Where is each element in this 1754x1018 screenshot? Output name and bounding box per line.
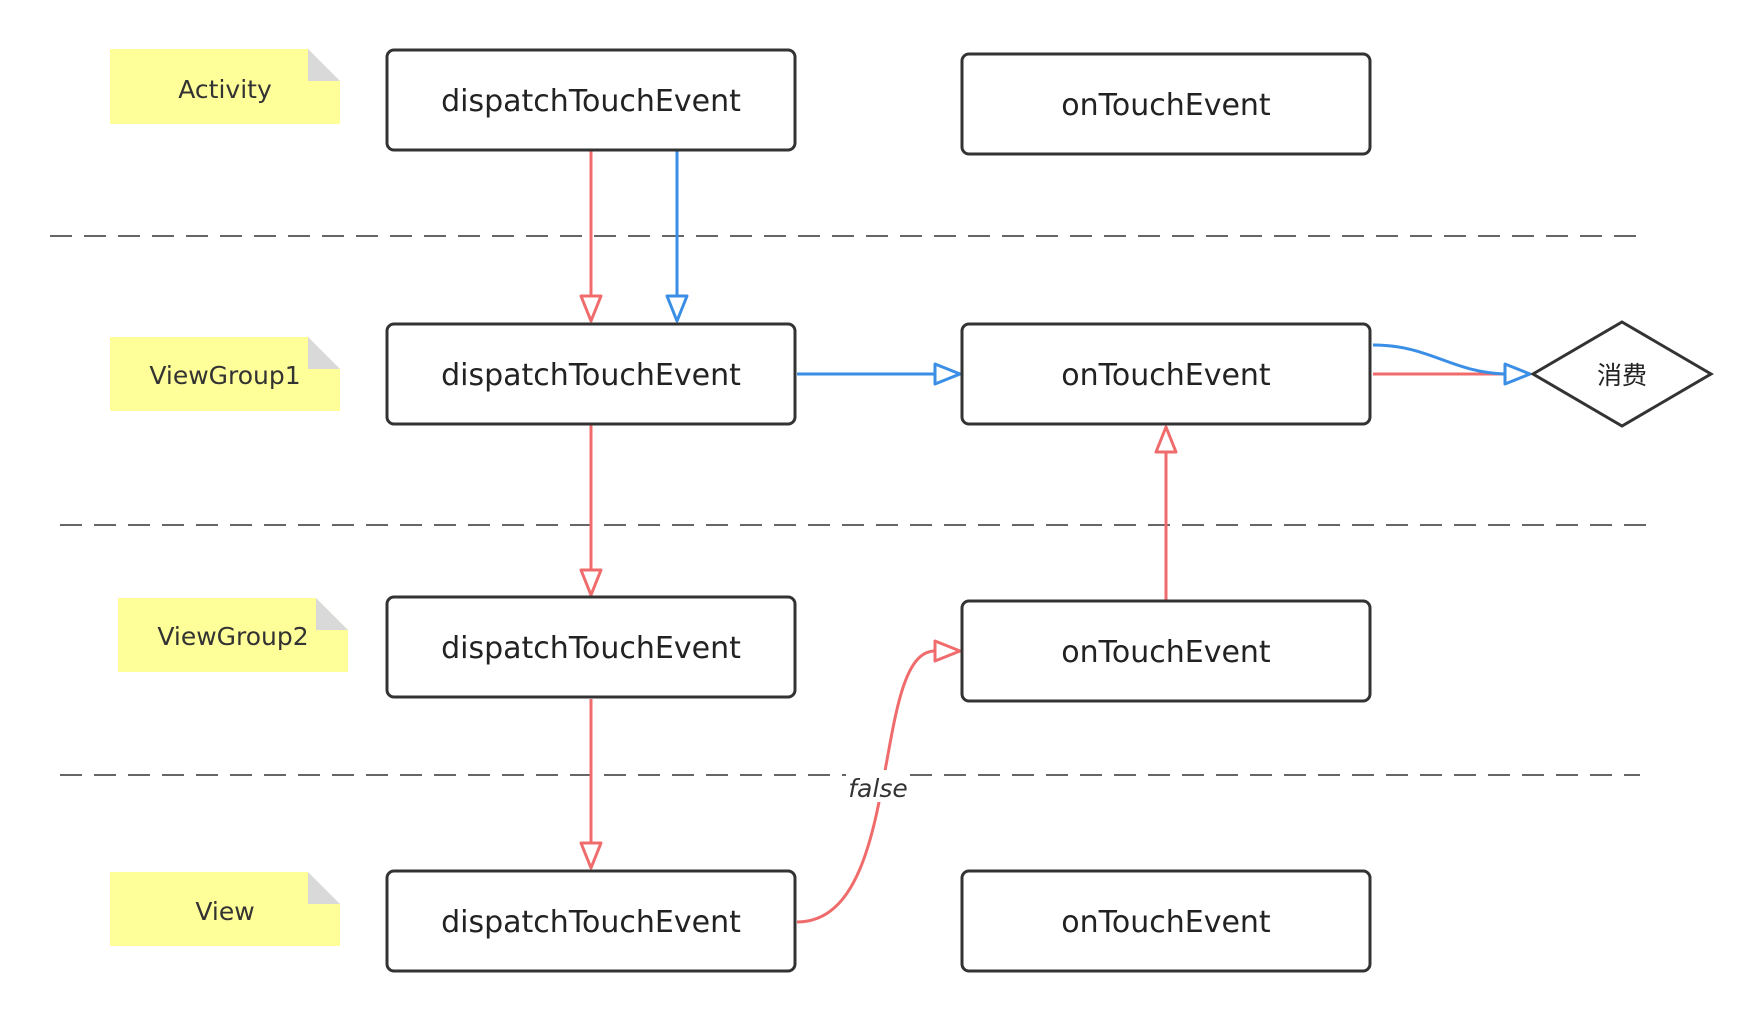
- edge-activity-to-vg1-blue: [665, 150, 689, 323]
- edge-label-false-text: false: [848, 774, 907, 803]
- note-viewgroup1-label: ViewGroup1: [149, 361, 300, 390]
- edge-vg1-dispatch-to-ontouch-blue: [797, 362, 962, 386]
- edge-vg1-to-vg2-red: [579, 425, 603, 597]
- edge-vg2-to-view-red: [579, 699, 603, 870]
- note-view-label: View: [195, 897, 254, 926]
- box-vg2-dispatch-label: dispatchTouchEvent: [441, 631, 741, 666]
- box-activity-ontouch: onTouchEvent: [960, 52, 1372, 156]
- note-activity-label: Activity: [178, 75, 272, 104]
- edge-activity-to-vg1-red: [579, 150, 603, 323]
- note-viewgroup2: ViewGroup2: [118, 598, 348, 672]
- edge-label-false: false: [846, 770, 910, 803]
- box-view-ontouch-label: onTouchEvent: [1061, 905, 1271, 940]
- box-view-ontouch: onTouchEvent: [960, 869, 1372, 973]
- box-view-dispatch-label: dispatchTouchEvent: [441, 905, 741, 940]
- box-vg1-dispatch-label: dispatchTouchEvent: [441, 358, 741, 393]
- note-viewgroup2-label: ViewGroup2: [157, 622, 308, 651]
- box-view-dispatch: dispatchTouchEvent: [385, 869, 797, 973]
- decision-consume-label: 消费: [1597, 361, 1647, 390]
- box-activity-ontouch-label: onTouchEvent: [1061, 88, 1271, 123]
- edge-vg2-ontouch-to-vg1-ontouch-red: [1154, 425, 1178, 600]
- box-vg2-ontouch-label: onTouchEvent: [1061, 635, 1271, 670]
- box-vg1-dispatch: dispatchTouchEvent: [385, 322, 797, 426]
- box-activity-dispatch: dispatchTouchEvent: [385, 48, 797, 152]
- box-vg2-ontouch: onTouchEvent: [960, 599, 1372, 703]
- note-activity: Activity: [110, 49, 340, 124]
- box-vg1-ontouch-label: onTouchEvent: [1061, 358, 1271, 393]
- edge-vg1-ontouch-to-consume-blue: [1372, 343, 1532, 386]
- box-activity-dispatch-label: dispatchTouchEvent: [441, 84, 741, 119]
- box-vg2-dispatch: dispatchTouchEvent: [385, 595, 797, 699]
- note-viewgroup1: ViewGroup1: [110, 337, 340, 411]
- box-vg1-ontouch: onTouchEvent: [960, 322, 1372, 426]
- note-view: View: [110, 872, 340, 946]
- decision-consume: 消费: [1530, 320, 1714, 428]
